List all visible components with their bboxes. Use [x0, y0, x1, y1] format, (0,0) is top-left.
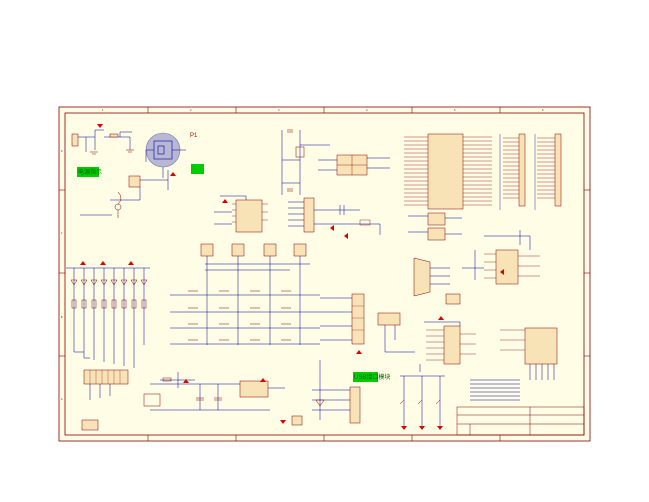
- power-indicator-tag: 电源指示: [77, 167, 102, 177]
- buzzer-drivers: [399, 375, 445, 428]
- power-arrow-icon: [260, 378, 266, 382]
- zone-top-4: 4: [366, 108, 368, 112]
- regulator-bottom: [143, 380, 285, 411]
- power-arrow-icon: [356, 350, 362, 354]
- p1-power-jack: [145, 132, 186, 178]
- mcu-main-ic: [404, 133, 492, 210]
- reset-header: [318, 154, 390, 176]
- title-block: [456, 406, 585, 436]
- power-arrow-icon: [438, 316, 444, 320]
- crystal-block: [281, 129, 330, 195]
- misc-power-arrows: [170, 172, 504, 424]
- ground-arrows: [401, 426, 443, 430]
- jumper-j5: [445, 293, 461, 305]
- bus-lines: [499, 134, 536, 210]
- key-matrix: [170, 243, 320, 345]
- power-arrow-icon: [330, 225, 334, 231]
- zone-left-c: C: [61, 231, 63, 235]
- led-array: [66, 267, 150, 368]
- zone-left-d: D: [61, 149, 63, 153]
- frame: [58, 106, 591, 442]
- ic-u4: [419, 321, 476, 372]
- usb-block: [312, 360, 361, 424]
- header-j3: [537, 133, 562, 207]
- usb-tag-text: USB接口模块: [354, 373, 390, 381]
- power-arrow-icon: [344, 233, 348, 239]
- lcd-module: [500, 327, 558, 380]
- zone-top-1: 1: [102, 108, 104, 112]
- led-resistor-bottom: [160, 372, 195, 388]
- bottom-left-connector: [81, 419, 99, 431]
- led-driver-header: [83, 369, 129, 400]
- matrix-headers: [200, 243, 307, 257]
- power-arrow-icon: [97, 124, 103, 128]
- crystal-icon: [295, 146, 305, 158]
- jumper-block: [377, 312, 415, 353]
- zone-top-3: 3: [278, 108, 280, 112]
- ic-max232: [462, 230, 540, 285]
- zone-top-6: 6: [542, 108, 544, 112]
- oscillator-chips: [408, 212, 462, 241]
- p1-label: P1: [190, 133, 198, 139]
- header-j2: [503, 133, 526, 207]
- power-input-block: [71, 129, 134, 155]
- usb-small-ic: [291, 415, 303, 426]
- outer-border: [58, 106, 591, 442]
- power-tag-text: 电源指示: [78, 168, 102, 176]
- zone-ticks: [59, 107, 590, 441]
- zone-left-a: A: [61, 397, 63, 401]
- zone-markers: 1 2 3 4 5 6 D C B A: [61, 108, 544, 401]
- key-switches: [188, 290, 291, 341]
- key-column-header: [320, 293, 365, 345]
- inner-border: [64, 112, 585, 436]
- jack-green-tag: [191, 164, 204, 174]
- zone-left-b: B: [61, 315, 63, 319]
- resistor-network: [470, 379, 520, 401]
- zone-top-2: 2: [190, 108, 192, 112]
- regulator-block: [80, 170, 169, 218]
- ic-u2: [214, 195, 268, 233]
- led-power-arrows: [80, 261, 134, 265]
- usb-tag: USB接口模块: [353, 372, 390, 382]
- db9-connector-icon: [413, 257, 450, 297]
- serial-header: [288, 197, 381, 235]
- zone-top-5: 5: [454, 108, 456, 112]
